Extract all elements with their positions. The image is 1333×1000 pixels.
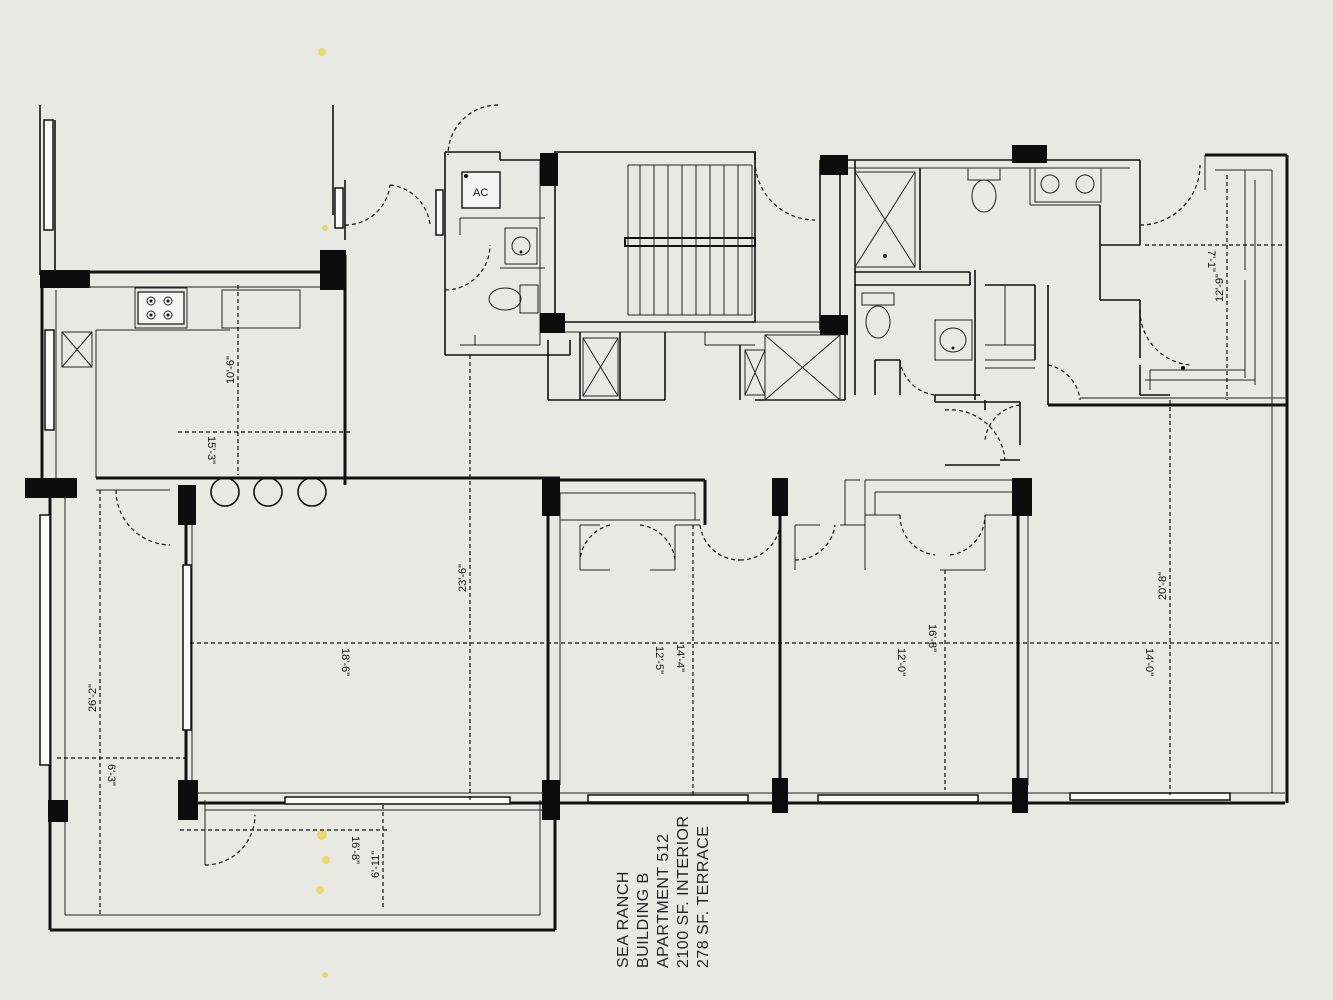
column bbox=[820, 315, 848, 335]
dim-terrace-front-depth: 6'-11" bbox=[370, 851, 382, 878]
title-line-2: BUILDING B bbox=[635, 872, 652, 968]
ac-label: AC bbox=[473, 187, 488, 199]
column bbox=[48, 800, 68, 822]
window bbox=[435, 189, 444, 236]
sink-icon bbox=[504, 227, 538, 265]
column bbox=[178, 485, 196, 525]
dim-bedroom2-depth: 14'-4" bbox=[674, 644, 686, 672]
dim-kitchen-depth: 10'-6" bbox=[225, 356, 237, 384]
column bbox=[1012, 778, 1028, 813]
sink-icon bbox=[1040, 174, 1060, 194]
column bbox=[540, 313, 565, 333]
title-block: SEA RANCH BUILDING B APARTMENT 512 2100 … bbox=[615, 815, 712, 968]
toilet-icon bbox=[861, 292, 895, 339]
toilet-icon bbox=[967, 167, 1001, 213]
window bbox=[44, 329, 55, 431]
column bbox=[40, 270, 90, 288]
title-line-4: 2100 SF. INTERIOR bbox=[675, 815, 692, 968]
dim-living-width: 18'-6" bbox=[339, 648, 351, 676]
column bbox=[1012, 145, 1047, 163]
window bbox=[39, 514, 51, 766]
column bbox=[772, 478, 788, 516]
dim-terrace-length: 26'-2" bbox=[87, 684, 99, 712]
main-walls bbox=[39, 105, 1289, 932]
stove-icon bbox=[137, 291, 185, 325]
title-line-1: SEA RANCH bbox=[615, 871, 632, 968]
dim-master-bath-width: 12'-9" bbox=[1214, 274, 1226, 302]
ac-unit-icon bbox=[461, 171, 501, 209]
window bbox=[587, 794, 749, 803]
dim-master-width: 14'-0" bbox=[1143, 648, 1155, 676]
window bbox=[182, 564, 192, 731]
window bbox=[334, 187, 344, 229]
vanity-icon bbox=[1034, 167, 1102, 203]
structural-columns bbox=[25, 145, 1047, 822]
stool-icon bbox=[253, 477, 283, 507]
dim-bedroom2-width: 12'-5" bbox=[653, 646, 665, 674]
dimension-lines bbox=[57, 175, 1285, 915]
stair bbox=[624, 164, 756, 316]
dim-hall-length: 23'-6" bbox=[457, 564, 469, 592]
sink-icon bbox=[1075, 174, 1095, 194]
dimension-labels: 10'-6" 15'-3" 18'-6" 23'-6" 12'-5" 14'-4… bbox=[87, 250, 1226, 878]
fixtures: AC bbox=[137, 167, 1185, 507]
paper-stains bbox=[316, 48, 330, 978]
title-line-3: APARTMENT 512 bbox=[655, 833, 672, 968]
window bbox=[43, 119, 54, 231]
toilet-icon bbox=[488, 284, 539, 314]
column bbox=[542, 478, 560, 516]
dim-master-bath-depth: 7'-1" bbox=[1205, 250, 1217, 272]
title-line-5: 278 SF. TERRACE bbox=[695, 826, 712, 968]
windows bbox=[39, 119, 1231, 805]
column bbox=[542, 780, 560, 820]
stool-icon bbox=[297, 477, 327, 507]
window bbox=[1069, 792, 1231, 801]
dim-terrace-width: 6'-3" bbox=[105, 764, 117, 786]
sink-icon bbox=[934, 319, 973, 361]
stool-icon bbox=[210, 477, 240, 507]
dim-bedroom3-width: 12'-0" bbox=[895, 648, 907, 676]
column bbox=[820, 155, 848, 175]
dim-kitchen-width: 15'-3" bbox=[205, 436, 217, 464]
column bbox=[178, 780, 198, 820]
column bbox=[320, 250, 346, 290]
dim-master-depth: 20'-8" bbox=[1157, 572, 1169, 600]
column bbox=[1012, 478, 1032, 516]
window bbox=[817, 794, 979, 803]
column bbox=[25, 478, 77, 498]
window bbox=[284, 796, 511, 805]
mechanical-shafts bbox=[61, 171, 916, 401]
column bbox=[772, 778, 788, 813]
dim-terrace-front-length: 16'-8" bbox=[349, 836, 361, 864]
column bbox=[540, 153, 558, 186]
door-swings bbox=[115, 104, 1201, 866]
dim-bedroom3-depth: 16'-8" bbox=[926, 624, 938, 652]
